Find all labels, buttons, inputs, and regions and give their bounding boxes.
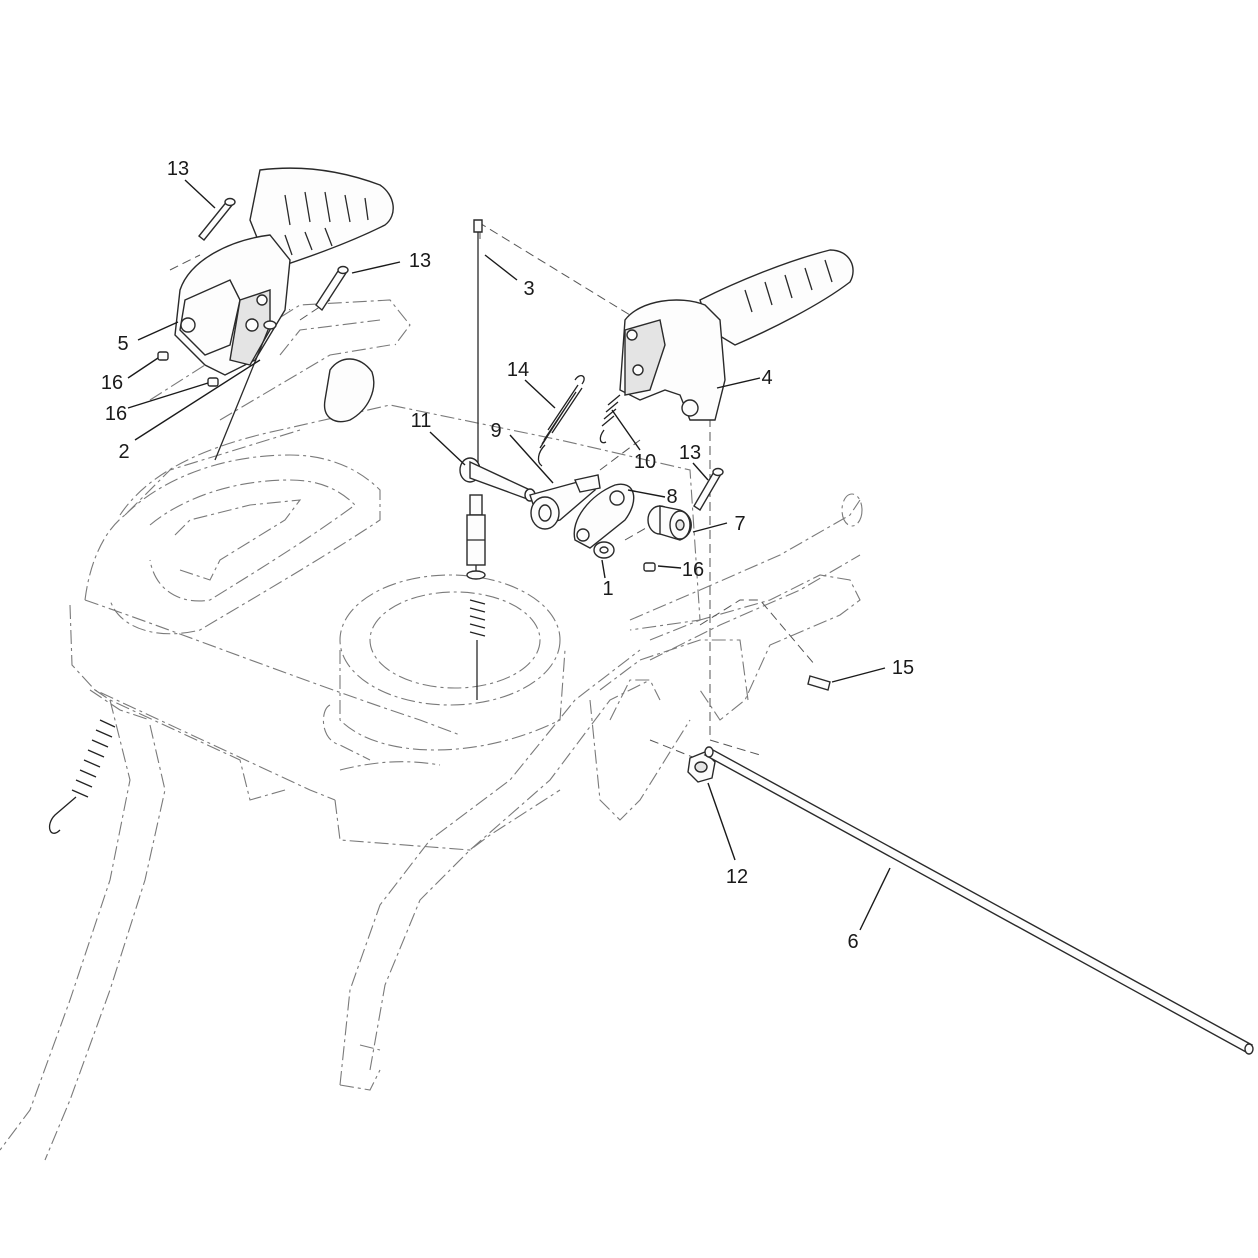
- pin-16-left-b: [207, 377, 219, 387]
- pin-13-upper: [198, 197, 236, 241]
- callout-16-b: 16: [105, 403, 127, 425]
- pin-13-right: [693, 467, 724, 511]
- rod-2: [214, 320, 277, 461]
- turnbuckle: [466, 494, 486, 580]
- callout-6: 6: [847, 931, 858, 953]
- callout-2: 2: [118, 441, 129, 463]
- pin-13-middle: [315, 265, 349, 312]
- callout-15: 15: [892, 657, 914, 679]
- control-knob: [323, 358, 375, 423]
- right-handle-assembly: [619, 249, 854, 421]
- bushing-7: [647, 505, 692, 541]
- callout-1: 1: [602, 578, 613, 600]
- rod-3: [473, 219, 483, 470]
- callout-3: 3: [523, 278, 534, 300]
- left-spring: [48, 719, 116, 834]
- callout-13-top: 13: [167, 158, 189, 180]
- callout-4: 4: [761, 367, 772, 389]
- washer-1: [593, 541, 615, 559]
- lever-9: [529, 474, 601, 530]
- phantom-housing: [0, 299, 863, 1161]
- lower-spring: [469, 599, 486, 700]
- leader-lines: [127, 179, 891, 931]
- callout-8: 8: [666, 486, 677, 508]
- callout-11: 11: [411, 410, 432, 432]
- callout-5: 5: [117, 333, 128, 355]
- pin-16-left-a: [157, 351, 169, 361]
- callout-16-c: 16: [682, 559, 704, 581]
- callout-7: 7: [734, 513, 745, 535]
- pin-16-right: [643, 562, 656, 572]
- callout-13-middle: 13: [409, 250, 431, 272]
- callout-16-a: 16: [101, 372, 123, 394]
- pin-15: [807, 675, 831, 691]
- callout-10: 10: [634, 451, 656, 473]
- spring-10: [599, 394, 621, 444]
- callouts: 13 13 5 16 16 2 3 14 11 9 10 4 13 8 7 1 …: [101, 158, 914, 953]
- plate-8: [573, 483, 635, 549]
- callout-14: 14: [507, 359, 529, 381]
- spring-14: [537, 375, 585, 467]
- left-handle-assembly: [174, 167, 394, 376]
- callout-9: 9: [490, 420, 501, 442]
- rod-6: [703, 746, 1254, 1055]
- callout-12: 12: [726, 866, 748, 888]
- callout-13-right: 13: [679, 442, 701, 464]
